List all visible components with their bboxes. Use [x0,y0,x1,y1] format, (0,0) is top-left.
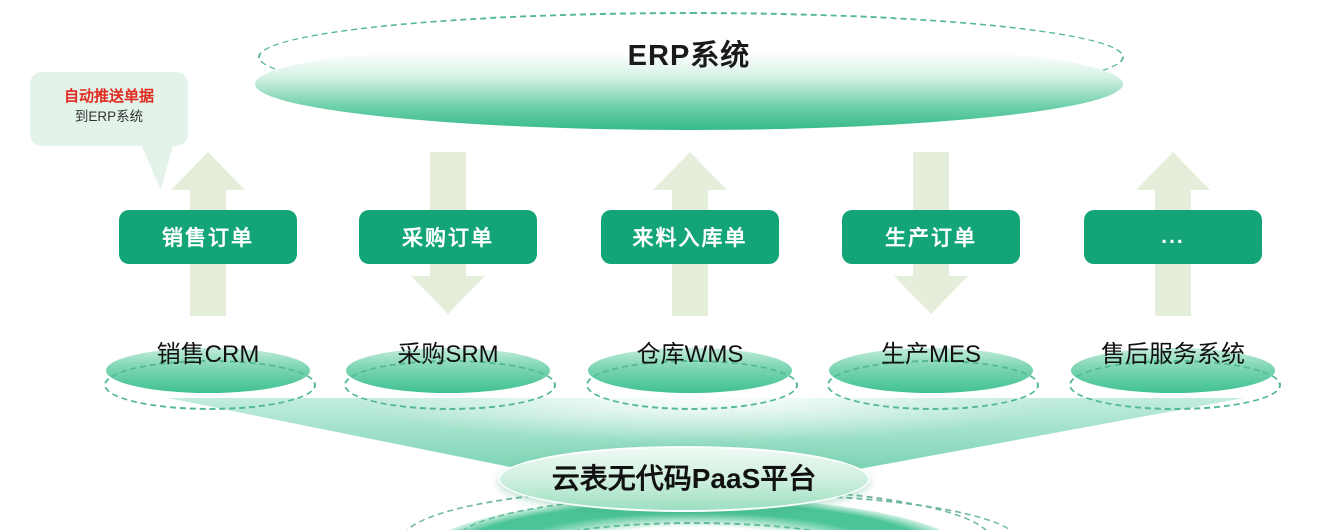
system-label-mes: 生产MES [880,341,981,368]
doc-button-inbound-order: 来料入库单 [601,210,779,264]
paas-platform-ellipse [498,446,870,512]
arrow-head-icon [171,152,245,190]
system-label-wms: 仓库WMS [636,341,744,368]
arrow-head-icon [411,276,485,314]
callout-subtext: 到ERP系统 [74,109,144,124]
paas-platform-title: 云表无代码PaaS平台 [551,463,817,494]
system-label-crm: 销售CRM [156,341,260,368]
doc-button-purchase-order: 采购订单 [359,210,537,264]
auto-push-callout: 自动推送单据 到ERP系统 [30,72,188,146]
system-dashed-ellipse-aftersales [1069,360,1281,410]
arrow-head-icon [1136,152,1210,190]
system-label-aftersales: 售后服务系统 [1101,341,1245,368]
callout-tail [140,142,174,190]
erp-system-title: ERP系统 [627,40,751,72]
system-dashed-ellipse-wms [586,360,798,410]
erp-ellipse [255,38,1123,130]
doc-button-sales-order: 销售订单 [119,210,297,264]
system-dashed-ellipse-srm [344,360,556,410]
arrow-head-icon [894,276,968,314]
system-label-srm: 采购SRM [397,341,499,368]
doc-button-production-order: 生产订单 [842,210,1020,264]
system-dashed-ellipse-crm [104,360,316,410]
system-dashed-ellipse-mes [827,360,1039,410]
callout-highlight-text: 自动推送单据 [63,88,154,105]
arrow-head-icon [653,152,727,190]
doc-button-more: ... [1084,210,1262,264]
